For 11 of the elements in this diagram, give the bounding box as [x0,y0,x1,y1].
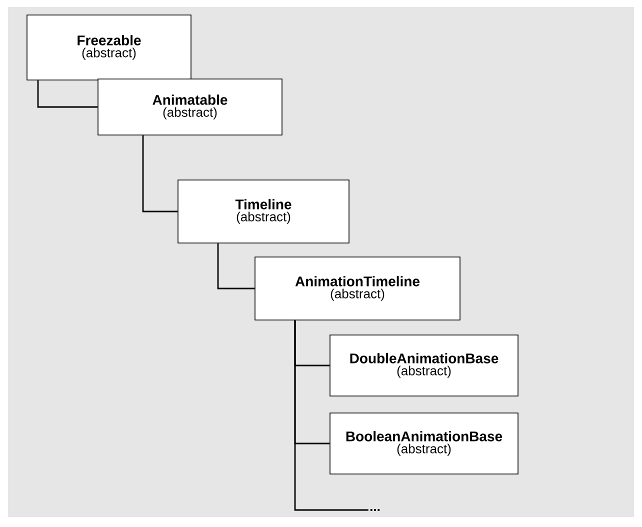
class-box: AnimationTimeline (abstract) [254,256,460,320]
class-box: Animatable (abstract) [98,78,282,136]
class-box: Timeline (abstract) [178,180,350,244]
class-box: Freezable (abstract) [26,14,192,80]
ellipsis-text: ... [370,509,380,511]
connector-line [217,243,255,290]
class-box: BooleanAnimationBase (abstract) [330,412,518,474]
connector-line [294,320,368,511]
class-box: DoubleAnimationBase (abstract) [330,334,518,396]
connector-line [37,80,98,108]
connector-line [142,135,178,212]
